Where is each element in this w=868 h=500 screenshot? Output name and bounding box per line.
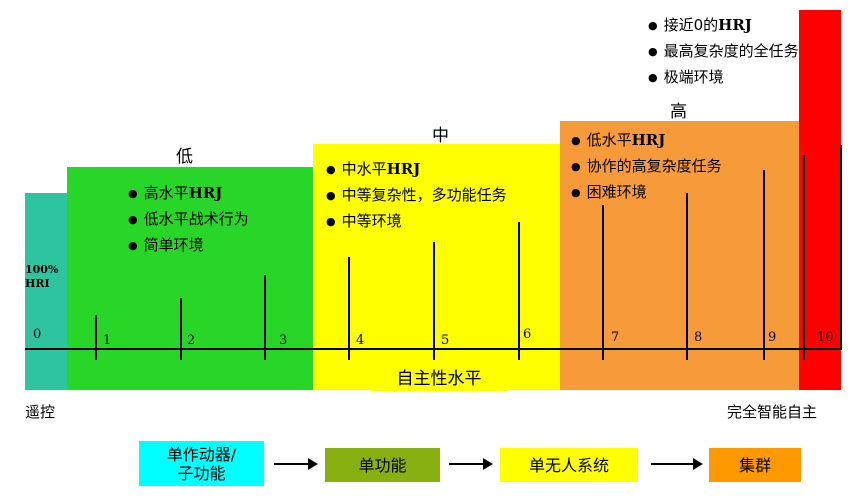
top-bullet-3: 极端环境 [648,65,799,91]
high-bullet-2: 协作的高复杂度任务 [571,154,722,180]
mid-bullet-2: 中等复杂性，多功能任务 [326,183,507,209]
low-bullets: 高水平HRJ 低水平战术行为 简单环境 [128,181,249,259]
tick-label-1: 1 [103,333,112,348]
tick-label-10: 10 [817,330,834,345]
flow-box-actuator-label: 单作动器/ 子功能 [166,444,237,483]
tick-label-5: 5 [441,333,450,348]
hri-label-percent: 100% [25,263,59,276]
teal-band [25,193,67,390]
tick-line-6 [518,222,520,360]
top-bullets: 接近0的HRJ 最高复杂度的全任务 极端环境 [648,13,799,91]
tick-label-6: 6 [523,327,532,342]
mid-bullet-3: 中等环境 [326,209,507,235]
flow-box-actuator: 单作动器/ 子功能 [139,441,264,486]
axis-right-end-label: 完全智能自主 [727,403,818,421]
low-bullet-3: 简单环境 [128,233,249,259]
tick-line-7 [602,205,604,360]
flow-box-swarm: 集群 [709,448,801,482]
tick-label-7: 7 [611,330,620,345]
flow-box-single-function: 单功能 [325,448,440,482]
high-bullets: 低水平HRJ 协作的高复杂度任务 困难环境 [571,128,722,206]
tick-label-0: 0 [33,327,42,342]
flow-box-single-unmanned-label: 单无人系统 [528,455,609,475]
tick-label-8: 8 [694,330,703,345]
flow-arrow-3 [651,458,703,470]
mid-bullets: 中水平HRJ 中等复杂性，多功能任务 中等环境 [326,157,507,235]
level-label-low: 低 [176,147,193,167]
high-bullet-1: 低水平HRJ [571,128,722,154]
flow-arrow-1 [274,458,318,470]
tick-line-4 [348,257,350,360]
flow-box-single-function-label: 单功能 [358,455,407,475]
top-bullet-1: 接近0的HRJ [648,13,799,39]
flow-box-single-unmanned: 单无人系统 [500,448,638,482]
tick-line-8 [686,193,688,360]
tick-label-9: 9 [768,330,777,345]
axis-title: 自主性水平 [370,367,508,391]
red-band-full [799,10,841,390]
tick-line-3 [264,275,266,360]
hri-label-text: HRI [25,277,50,290]
level-label-high: 高 [670,102,687,122]
high-bullet-3: 困难环境 [571,180,722,206]
level-label-mid: 中 [432,126,449,146]
axis-right-end-cap [840,145,842,350]
tick-line-5 [433,242,435,360]
tick-line-1 [95,315,97,360]
tick-line-2 [180,298,182,360]
flow-arrow-2 [449,458,493,470]
low-bullet-1: 高水平HRJ [128,181,249,207]
tick-line-10 [803,155,805,360]
mid-bullet-1: 中水平HRJ [326,157,507,183]
axis-left-end-label: 遥控 [25,403,56,421]
tick-label-2: 2 [187,333,196,348]
top-bullet-2: 最高复杂度的全任务 [648,39,799,65]
tick-label-4: 4 [356,333,365,348]
flow-box-swarm-label: 集群 [738,455,771,475]
low-bullet-2: 低水平战术行为 [128,207,249,233]
tick-label-3: 3 [279,333,288,348]
hri-label: 100% HRI [25,263,58,291]
tick-line-9 [763,170,765,360]
